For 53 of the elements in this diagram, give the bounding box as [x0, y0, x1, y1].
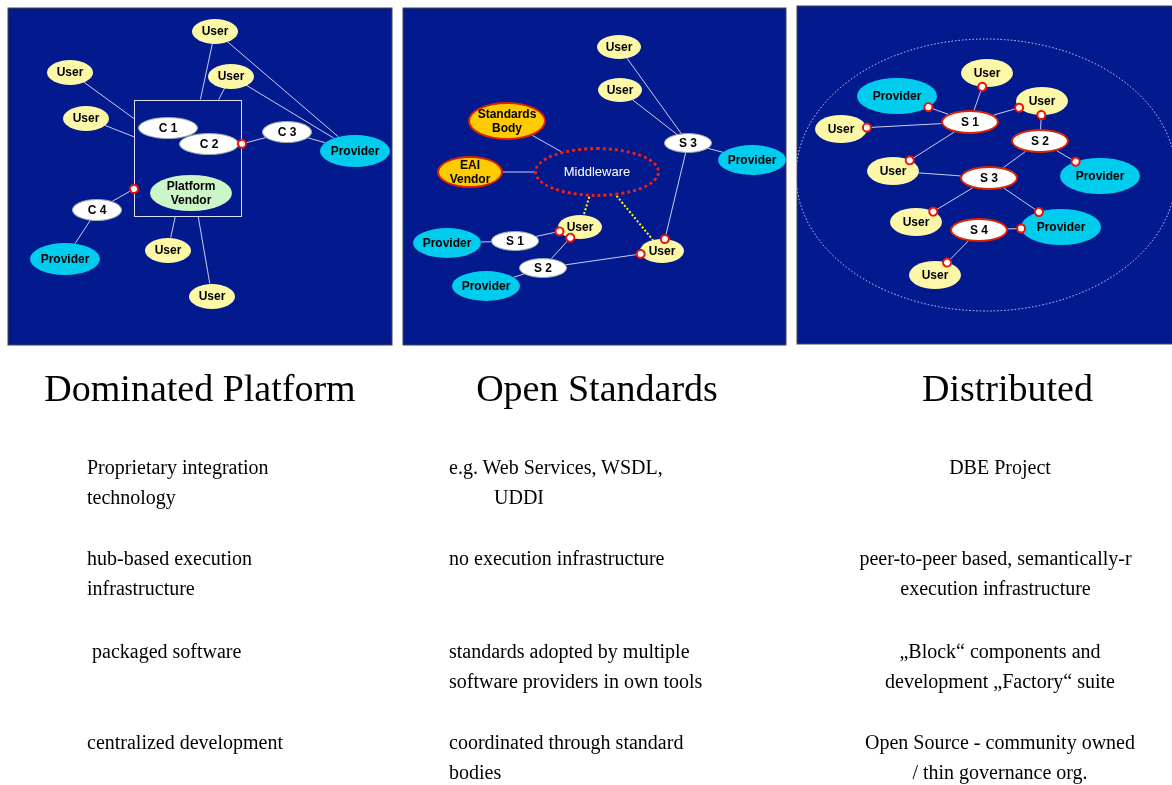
column-heading: Open Standards [475, 366, 719, 411]
connector-line [170, 216, 176, 239]
feature-text: e.g. Web Services, WSDL, UDDI [449, 455, 664, 510]
connector-line [918, 172, 961, 177]
feature-text: Open Source - community owned / thin governance org. [865, 730, 1135, 785]
connector-line [1003, 187, 1044, 217]
connector-line [237, 137, 266, 149]
connector-line [1036, 110, 1047, 130]
connector-line [861, 122, 942, 133]
dotted-line [615, 194, 654, 242]
feature-text: „Block“ components and development „Factory“ suite [884, 639, 1116, 695]
connector-line [480, 241, 492, 243]
connector-line [550, 232, 576, 260]
connector-line [199, 42, 213, 100]
column-heading: Distributed [921, 366, 1094, 411]
connector-line [565, 249, 646, 266]
connector-line [531, 134, 562, 152]
connector-line [218, 87, 226, 100]
feature-text: standards adopted by multiple software providers in own tools [449, 639, 704, 695]
connector-line [1007, 223, 1027, 234]
connector-line [197, 216, 211, 285]
connector-line [942, 240, 969, 268]
connector-line [1002, 150, 1027, 169]
feature-text: DBE Project [948, 455, 1052, 481]
connector-line [74, 220, 91, 245]
connector-line [513, 273, 525, 278]
connector-line [923, 102, 949, 115]
feature-text: coordinated through standard bodies [449, 730, 685, 785]
connector-line [535, 226, 565, 237]
feature-text: no execution infrastructure [449, 546, 666, 571]
connector-line [1056, 150, 1081, 167]
connector-line [904, 131, 955, 166]
middleware-ellipse: Middleware [534, 147, 660, 197]
column-heading: Dominated Platform [43, 366, 357, 411]
feature-text: hub-based execution infrastructure [87, 546, 253, 601]
platform-box [134, 99, 242, 217]
connector-line [502, 171, 535, 173]
connector-line [626, 57, 682, 134]
dotted-line [582, 195, 591, 217]
feature-text: packaged software [92, 639, 243, 665]
connector-line [973, 81, 988, 111]
connector-line [226, 41, 339, 138]
connector-line [928, 187, 974, 217]
feature-text: Proprietary integration technology [87, 455, 270, 511]
connector-line [659, 152, 687, 245]
feature-text: peer-to-peer based, semantically-r execution infrastructure [858, 546, 1133, 601]
connector-line [245, 84, 335, 139]
connector-line [83, 81, 135, 120]
connector-line [111, 183, 139, 202]
connector-line [307, 137, 326, 144]
feature-text: centralized development [87, 730, 284, 756]
connector-line [104, 124, 135, 138]
connector-line [993, 102, 1025, 116]
